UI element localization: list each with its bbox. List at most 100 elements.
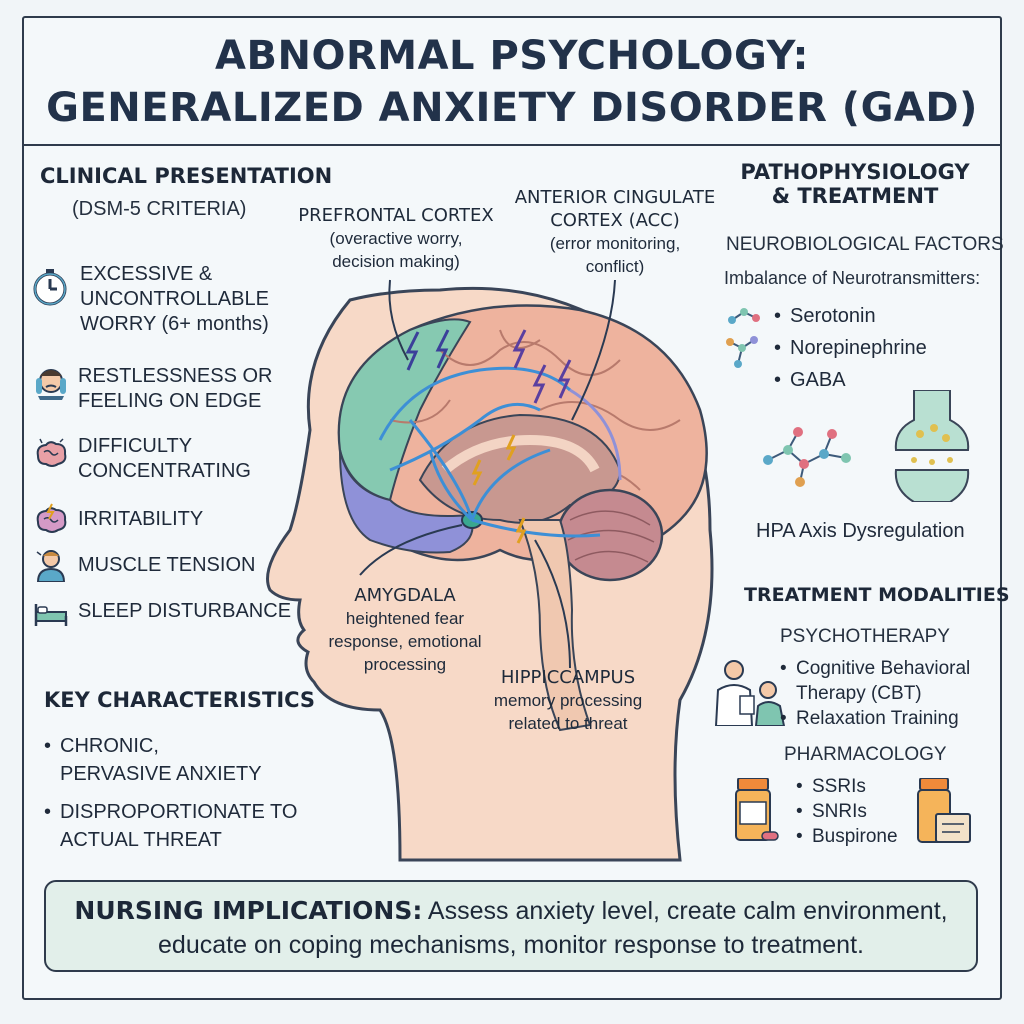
list-item: DISPROPORTIONATE TO ACTUAL THREAT xyxy=(44,798,297,854)
gyri-lines xyxy=(389,329,681,491)
nursing-implications-box: NURSING IMPLICATIONS: Assess anxiety lev… xyxy=(44,880,978,972)
list-item: Relaxation Training xyxy=(780,706,970,731)
list-item: CHRONIC, PERVASIVE ANXIETY xyxy=(44,732,297,788)
lightning-icon xyxy=(435,329,450,369)
list-item: Therapy (CBT) xyxy=(780,681,970,706)
symptom-worry: EXCESSIVE & UNCONTROLLABLE WORRY (6+ mon… xyxy=(30,262,269,337)
symptom-restlessness-line-1: RESTLESSNESS OR xyxy=(78,365,273,387)
patho-heading: PATHOPHYSIOLOGY & TREATMENT xyxy=(730,160,980,208)
label-acc-name-2: CORTEX (ACC) xyxy=(550,210,680,231)
neuro-heading: NEUROBIOLOGICAL FACTORS xyxy=(726,234,1004,255)
page-title-line-1: ABNORMAL PSYCHOLOGY: xyxy=(215,33,809,79)
synapse-icon xyxy=(894,390,970,502)
treatment-heading: TREATMENT MODALITIES xyxy=(744,584,1010,606)
symptom-irritability-line-1: IRRITABILITY xyxy=(78,507,204,530)
therapy-session-icon xyxy=(714,660,786,726)
pharmacology-list: SSRIs SNRIs Buspirone xyxy=(796,774,898,849)
label-prefrontal-line-2: decision making) xyxy=(332,252,460,271)
page-title-line-2: GENERALIZED ANXIETY DISORDER (GAD) xyxy=(46,85,978,131)
list-item: GABA xyxy=(774,364,927,396)
label-hippocampus: HIPPICCAMPUS memory processing related t… xyxy=(478,666,658,735)
label-prefrontal-line-1: (overactive worry, xyxy=(329,229,463,248)
list-item: Serotonin xyxy=(774,300,927,332)
symptom-restlessness-line-2: FEELING ON EDGE xyxy=(78,390,262,412)
nursing-label: NURSING IMPLICATIONS: xyxy=(74,896,423,925)
label-amygdala-name: AMYGDALA xyxy=(354,585,456,606)
nursing-text-line-2: educate on coping mechanisms, monitor re… xyxy=(158,931,864,959)
irritable-brain-icon xyxy=(36,503,67,533)
key-item-1-line-2: PERVASIVE ANXIETY xyxy=(60,763,262,785)
nerve-pathways xyxy=(378,366,601,538)
brainstem xyxy=(518,519,592,732)
list-item: SNRIs xyxy=(796,799,898,824)
key-characteristics-heading: KEY CHARACTERISTICS xyxy=(44,688,316,712)
molecule-icon xyxy=(726,308,760,368)
acc-pathway xyxy=(569,388,622,481)
list-item: Buspirone xyxy=(796,824,898,849)
lightning-icon xyxy=(505,434,517,461)
list-item: Cognitive Behavioral xyxy=(780,656,970,681)
symptom-worry-line-3: WORRY (6+ months) xyxy=(80,313,269,335)
lightning-icon xyxy=(515,517,527,544)
lightning-icon xyxy=(557,359,572,399)
label-amygdala: AMYGDALA heightened fear response, emoti… xyxy=(310,584,500,676)
lightning-icon xyxy=(532,364,547,404)
pill-bottle-icon xyxy=(735,778,779,841)
imbalance-text: Imbalance of Neurotransmitters: xyxy=(724,268,981,288)
pfc-pointer xyxy=(388,279,409,361)
head-brain-illustration xyxy=(266,279,714,862)
label-hippocampus-name: HIPPICCAMPUS xyxy=(500,667,636,688)
label-amygdala-line-3: processing xyxy=(363,655,447,674)
neurotransmitter-molecule-icon xyxy=(763,427,851,487)
symptom-worry-line-2: UNCONTROLLABLE xyxy=(80,288,269,310)
lightning-icon xyxy=(471,459,483,486)
symptom-muscle-tension-line-1: MUSCLE TENSION xyxy=(78,553,256,576)
brain-icon xyxy=(36,438,67,467)
list-item-continuation: Therapy (CBT) xyxy=(796,683,922,704)
hippocampus-pointer xyxy=(534,539,571,669)
symptom-concentrating: DIFFICULTY CONCENTRATING xyxy=(34,434,251,484)
stopwatch-icon xyxy=(33,269,67,306)
label-acc-line-2: conflict) xyxy=(585,257,645,276)
label-hippocampus-line-2: related to threat xyxy=(508,714,628,733)
symptom-muscle-tension: MUSCLE TENSION xyxy=(34,548,255,582)
tense-person-icon xyxy=(36,550,66,582)
label-prefrontal-name: PREFRONTAL CORTEX xyxy=(298,205,494,226)
clinical-subheading: (DSM-5 CRITERIA) xyxy=(72,198,247,220)
list-item: SSRIs xyxy=(796,774,898,799)
transmitter-list: Serotonin Norepinephrine GABA xyxy=(774,300,927,396)
lightning-icon xyxy=(512,329,527,369)
label-acc-name-1: ANTERIOR CINGULATE xyxy=(514,187,716,208)
key-item-1-line-1: CHRONIC, xyxy=(60,735,159,757)
label-amygdala-line-2: response, emotional xyxy=(328,632,482,651)
bed-icon xyxy=(34,604,68,626)
symptom-worry-line-1: EXCESSIVE & xyxy=(80,263,213,285)
psychotherapy-list: Cognitive Behavioral Therapy (CBT) Relax… xyxy=(780,656,970,731)
patho-heading-line-2: & TREATMENT xyxy=(771,184,939,208)
label-amygdala-line-1: heightened fear xyxy=(345,609,465,628)
amygdala-pointer xyxy=(359,524,463,576)
symptom-concentrating-line-1: DIFFICULTY xyxy=(78,435,193,457)
hpa-text: HPA Axis Dysregulation xyxy=(756,520,965,542)
label-prefrontal: PREFRONTAL CORTEX (overactive worry, dec… xyxy=(294,204,498,273)
symptom-restlessness: RESTLESSNESS OR FEELING ON EDGE xyxy=(34,364,273,414)
symptom-sleep-line-1: SLEEP DISTURBANCE xyxy=(78,599,292,622)
acc-pointer xyxy=(571,279,616,421)
key-characteristics-list: CHRONIC, PERVASIVE ANXIETY DISPROPORTION… xyxy=(44,732,297,854)
psychotherapy-heading: PSYCHOTHERAPY xyxy=(780,626,950,647)
key-item-2-line-1: DISPROPORTIONATE TO xyxy=(60,801,298,823)
symptom-sleep: SLEEP DISTURBANCE xyxy=(34,594,291,628)
corpus-callosum xyxy=(441,434,600,474)
symptom-concentrating-line-2: CONCENTRATING xyxy=(78,460,251,482)
list-item: Norepinephrine xyxy=(774,332,927,364)
pharmacology-heading: PHARMACOLOGY xyxy=(784,744,947,765)
key-item-2-line-2: ACTUAL THREAT xyxy=(60,829,222,851)
lightning-icon xyxy=(405,331,420,371)
symptom-irritability: IRRITABILITY xyxy=(34,502,203,536)
label-acc: ANTERIOR CINGULATE CORTEX (ACC) (error m… xyxy=(510,186,720,278)
nursing-text-line-1: Assess anxiety level, create calm enviro… xyxy=(427,897,948,925)
medication-box-icon xyxy=(917,778,971,843)
label-hippocampus-line-1: memory processing xyxy=(493,691,643,710)
clinical-heading: CLINICAL PRESENTATION xyxy=(40,164,333,188)
title-band: ABNORMAL PSYCHOLOGY: GENERALIZED ANXIETY… xyxy=(24,18,1000,146)
